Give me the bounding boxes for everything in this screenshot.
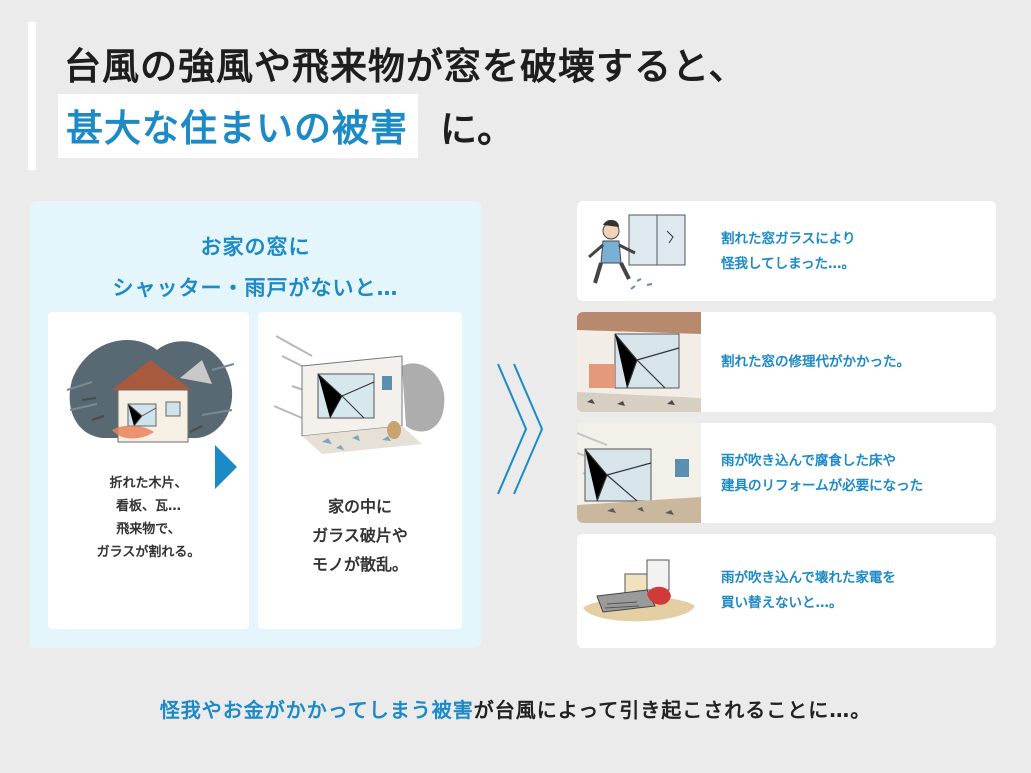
title-suffix: に。 xyxy=(440,108,514,151)
damage-item-appliance: 雨が吹き込んで壊れた家電を 買い替えないと…。 xyxy=(577,534,996,648)
bottom-summary: 怪我やお金がかかってしまう被害が台風によって引き起こされることに…。 xyxy=(0,694,1031,723)
damage-item-floor-reform: 雨が吹き込んで腐食した床や 建具のリフォームが必要になった xyxy=(577,423,996,523)
bottom-summary-highlight: 怪我やお金がかかってしまう被害 xyxy=(159,698,474,722)
broken-appliances-illustration xyxy=(577,534,701,648)
damage-item-repair-cost: 割れた窓の修理代がかかった。 xyxy=(577,312,996,412)
chevron-right-icon xyxy=(497,363,544,495)
page-title-line2: 甚大な住まいの被害 に。 xyxy=(58,94,514,158)
broken-window-room-illustration xyxy=(273,335,445,454)
no-shutter-panel: お家の窓に シャッター・雨戸がないと… 折れた木片、 看板、瓦… 飛来物で、 ガ… xyxy=(30,201,481,648)
damage-item-text: 割れた窓ガラスにより 怪我してしまった…。 xyxy=(721,231,856,272)
title-accent-bar xyxy=(28,22,36,170)
page-title-line1: 台風の強風や飛来物が窓を破壊すると、 xyxy=(64,45,747,88)
injured-person-illustration xyxy=(577,201,701,301)
bottom-summary-rest: が台風によって引き起こされることに…。 xyxy=(473,698,872,722)
title-highlight: 甚大な住まいの被害 xyxy=(58,94,418,158)
card-a-text: 折れた木片、 看板、瓦… 飛来物で、 ガラスが割れる。 xyxy=(96,476,201,560)
step-arrow-icon xyxy=(215,445,237,489)
panel-heading-line2: シャッター・雨戸がないと… xyxy=(112,276,399,300)
damage-item-text: 雨が吹き込んで壊れた家電を 買い替えないと…。 xyxy=(721,570,896,611)
broken-window-repair-illustration xyxy=(577,312,701,412)
damage-item-text: 割れた窓の修理代がかかった。 xyxy=(721,354,910,370)
card-b-text: 家の中に ガラス破片や モノが散乱。 xyxy=(311,497,408,574)
damage-item-text: 雨が吹き込んで腐食した床や 建具のリフォームが必要になった xyxy=(721,453,924,494)
rain-damaged-room-illustration xyxy=(577,423,701,523)
card-scattered-glass: 家の中に ガラス破片や モノが散乱。 xyxy=(258,312,462,629)
house-storm-illustration xyxy=(66,340,235,443)
damage-item-injury: 割れた窓ガラスにより 怪我してしまった…。 xyxy=(577,201,996,301)
panel-heading-line1: お家の窓に xyxy=(200,235,311,259)
